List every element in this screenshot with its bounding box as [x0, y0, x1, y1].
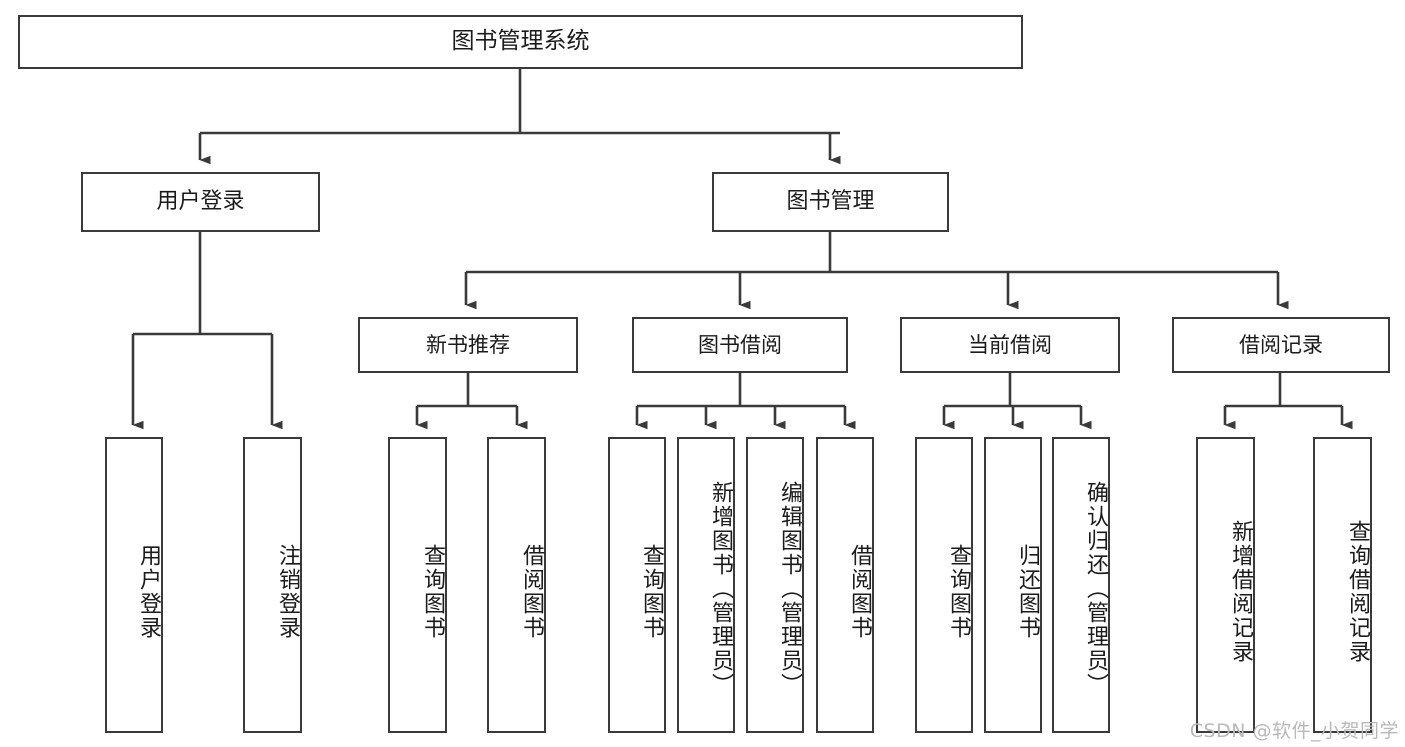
leaf-label: 编辑图书（管理员） — [777, 481, 802, 697]
node-book-management[interactable]: 图书管理 — [712, 172, 949, 232]
leaf-label: 新增图书（管理员） — [708, 481, 733, 697]
leaf-borrow-record-query[interactable]: 查询借阅记录 — [1313, 437, 1372, 733]
node-book-borrow[interactable]: 图书借阅 — [632, 317, 848, 373]
leaf-label: 查询图书 — [420, 544, 445, 640]
watermark-text: CSDN @软件_小贺同学 — [1189, 720, 1399, 742]
leaf-new-book-query[interactable]: 查询图书 — [388, 437, 447, 733]
leaf-current-borrow-return[interactable]: 归还图书 — [984, 437, 1042, 733]
leaf-book-borrow-query[interactable]: 查询图书 — [608, 437, 666, 733]
leaf-label: 归还图书 — [1015, 544, 1040, 640]
leaf-borrow-record-add[interactable]: 新增借阅记录 — [1196, 437, 1255, 733]
leaf-label: 查询图书 — [946, 544, 971, 640]
leaf-current-borrow-query[interactable]: 查询图书 — [915, 437, 973, 733]
leaf-label: 新增借阅记录 — [1228, 520, 1253, 664]
leaf-book-borrow-lend[interactable]: 借阅图书 — [816, 437, 874, 733]
node-root-system[interactable]: 图书管理系统 — [18, 15, 1023, 69]
leaf-new-book-borrow[interactable]: 借阅图书 — [487, 437, 546, 733]
leaf-label: 用户登录 — [136, 544, 161, 640]
node-current-borrow[interactable]: 当前借阅 — [900, 317, 1120, 373]
leaf-label: 查询借阅记录 — [1345, 520, 1370, 664]
node-borrow-record[interactable]: 借阅记录 — [1172, 317, 1390, 373]
leaf-label: 借阅图书 — [519, 544, 544, 640]
leaf-user-login-signout[interactable]: 注销登录 — [243, 437, 302, 733]
leaf-book-borrow-edit[interactable]: 编辑图书（管理员） — [746, 437, 804, 733]
leaf-label: 注销登录 — [275, 544, 300, 640]
leaf-label: 借阅图书 — [847, 544, 872, 640]
leaf-user-login-signin[interactable]: 用户登录 — [105, 437, 163, 733]
node-user-login[interactable]: 用户登录 — [81, 172, 320, 232]
leaf-current-borrow-confirm-return[interactable]: 确认归还（管理员） — [1052, 437, 1110, 733]
leaf-label: 确认归还（管理员） — [1083, 481, 1108, 697]
node-new-book-recommend[interactable]: 新书推荐 — [358, 317, 578, 373]
leaf-book-borrow-add[interactable]: 新增图书（管理员） — [677, 437, 735, 733]
leaf-label: 查询图书 — [639, 544, 664, 640]
